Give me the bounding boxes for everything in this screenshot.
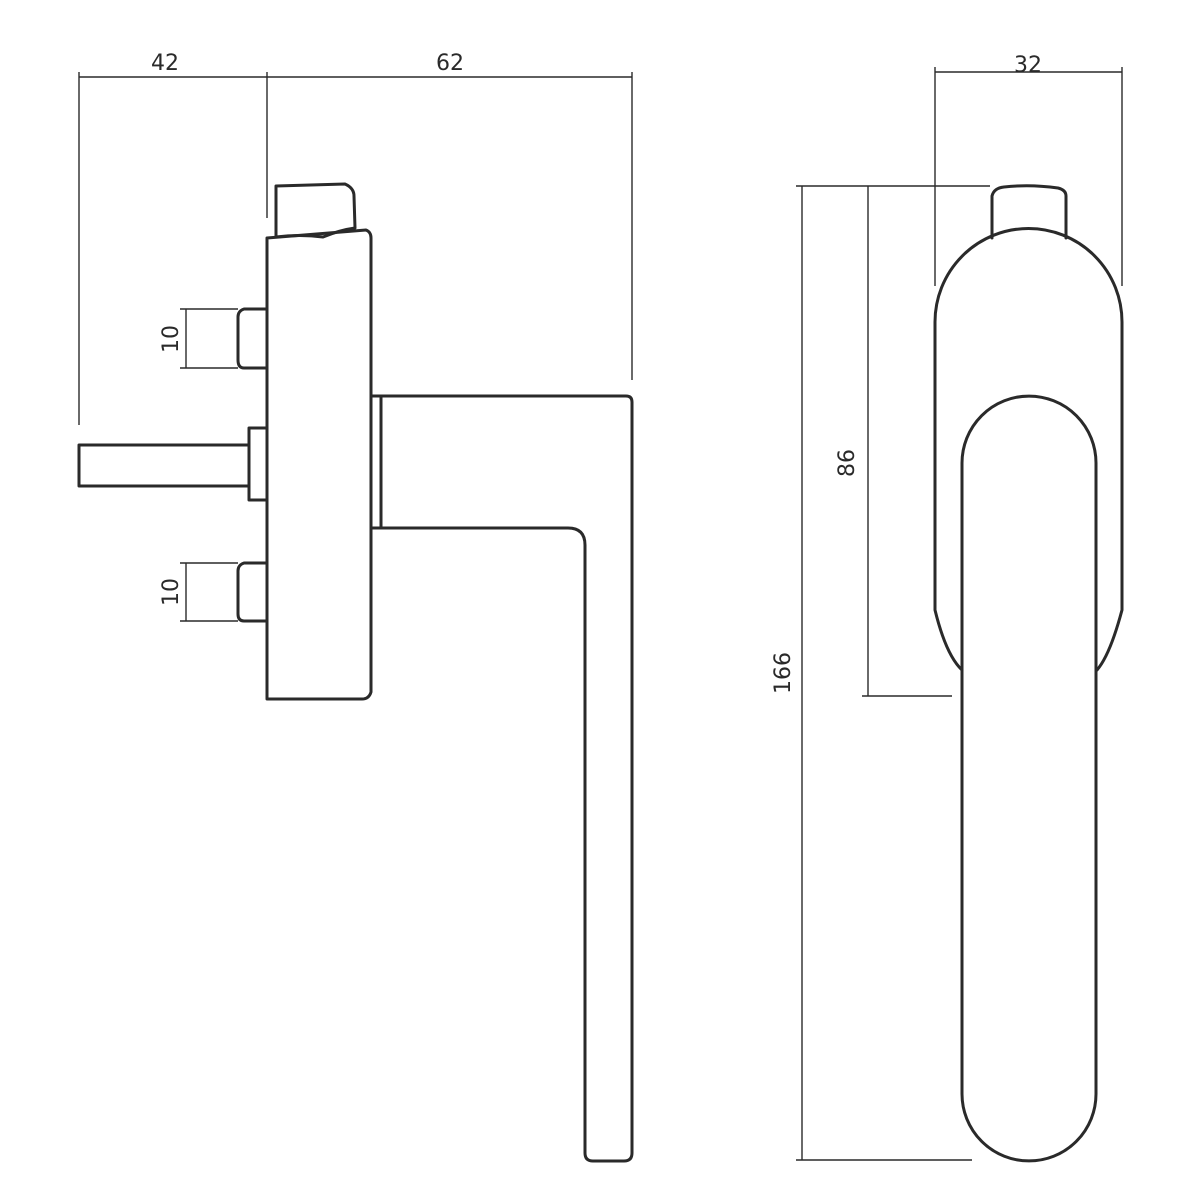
lower-block-label: 10 xyxy=(159,578,184,606)
dimension-32-label: 32 xyxy=(1014,53,1042,78)
side-view: 42 62 10 10 xyxy=(77,51,634,1163)
dimension-42: 42 xyxy=(78,51,268,425)
rose-plate xyxy=(265,228,373,701)
dimension-42-label: 42 xyxy=(151,51,179,76)
dimension-166-label: 166 xyxy=(771,652,796,694)
dimension-32: 32 xyxy=(934,53,1123,286)
front-view: 32 166 86 xyxy=(771,53,1124,1163)
front-rose xyxy=(933,227,1124,672)
front-lever xyxy=(960,394,1098,1163)
front-cap xyxy=(990,184,1068,240)
dimension-62-label: 62 xyxy=(436,51,464,76)
dimension-86-label: 86 xyxy=(835,449,860,477)
handle-spacer xyxy=(369,394,383,530)
rose-cap xyxy=(274,182,357,239)
upper-block-label: 10 xyxy=(159,325,184,353)
lower-block: 10 xyxy=(159,561,269,623)
dimension-62: 62 xyxy=(267,51,633,380)
upper-block: 10 xyxy=(159,307,269,370)
spindle xyxy=(77,426,269,502)
dimension-166: 166 xyxy=(771,185,990,1161)
lever-handle xyxy=(379,394,634,1163)
dimension-86: 86 xyxy=(835,186,952,697)
